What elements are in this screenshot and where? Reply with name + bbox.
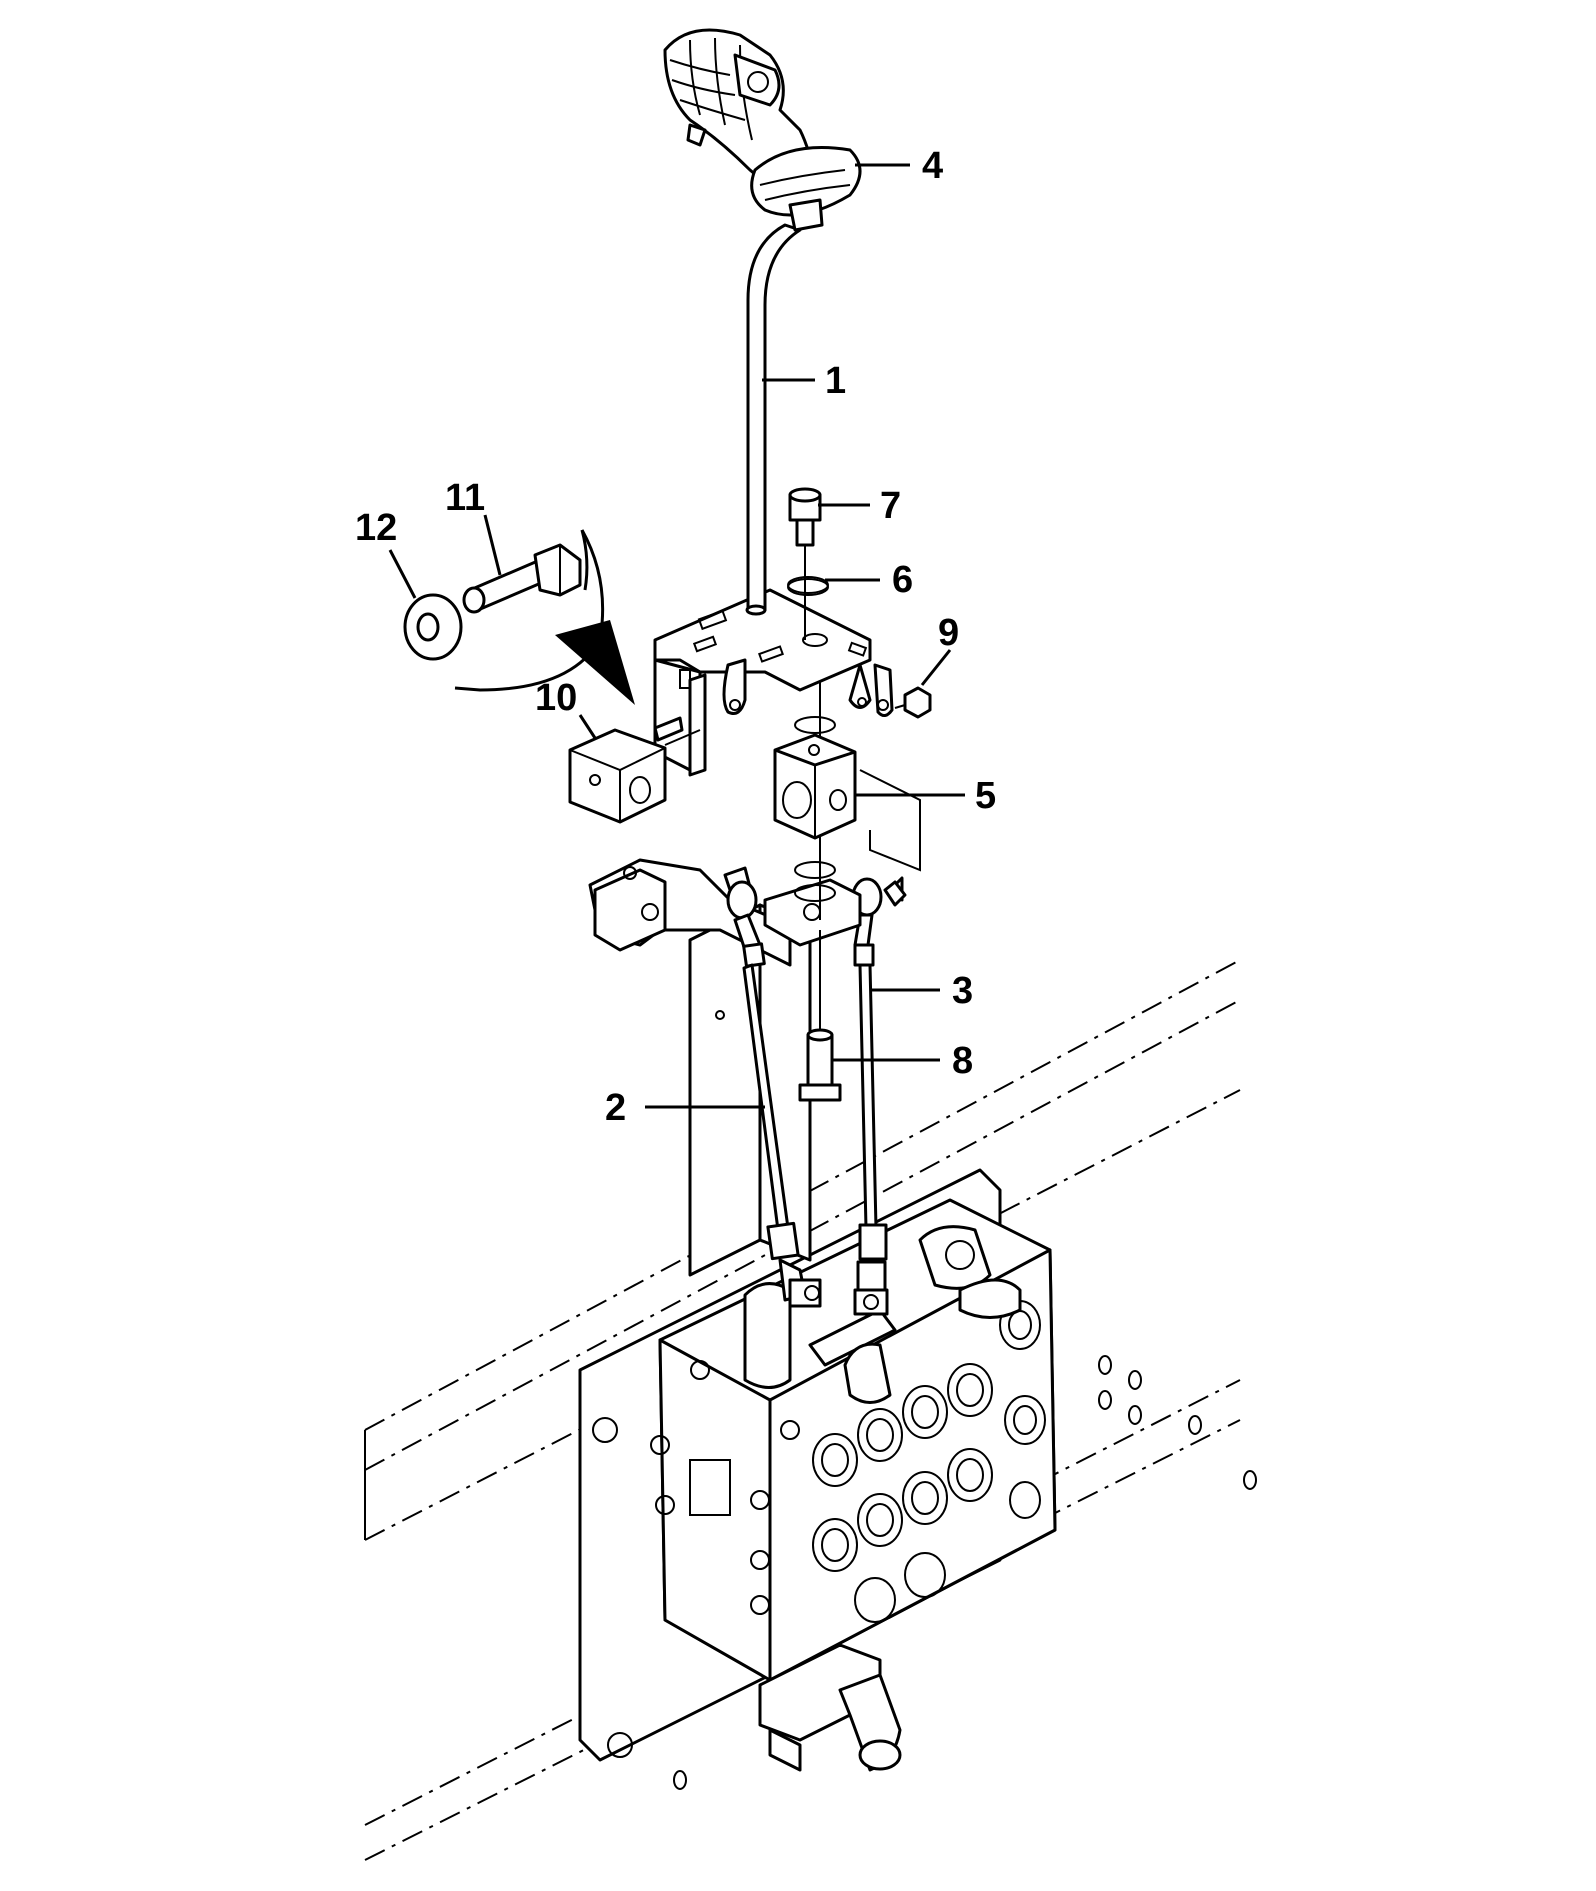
joystick-grip-4 [663, 28, 862, 232]
detail-view [454, 529, 635, 705]
callout-4: 4 [922, 145, 943, 187]
nut-9 [894, 686, 932, 719]
callout-labels: 4 1 7 6 9 5 3 8 2 10 11 12 [355, 145, 996, 1129]
lower-bracket [763, 878, 862, 947]
bolt-8 [798, 930, 842, 1102]
callout-12: 12 [355, 507, 397, 549]
callout-1: 1 [825, 360, 846, 402]
frame-rails [364, 959, 1241, 1861]
washer-12 [403, 593, 463, 661]
lever-mounting-bracket [653, 588, 894, 777]
callout-7: 7 [880, 485, 901, 527]
callout-3: 3 [952, 970, 973, 1012]
callout-10: 10 [535, 677, 577, 719]
control-valve-block [650, 1198, 1057, 1772]
bolt-7 [788, 487, 822, 640]
lever-rod-1 [745, 223, 802, 616]
control-rod-2 [723, 866, 822, 1308]
callout-6: 6 [892, 559, 913, 601]
callout-11: 11 [445, 477, 485, 519]
lock-washer-6 [787, 576, 829, 594]
block-10 [568, 716, 701, 824]
bolt-11 [462, 543, 582, 614]
callout-2: 2 [605, 1087, 626, 1129]
callout-5: 5 [975, 775, 996, 817]
leader-lines [388, 163, 965, 1109]
control-rod-3 [851, 876, 907, 1316]
callout-9: 9 [938, 612, 959, 654]
callout-8: 8 [952, 1040, 973, 1082]
